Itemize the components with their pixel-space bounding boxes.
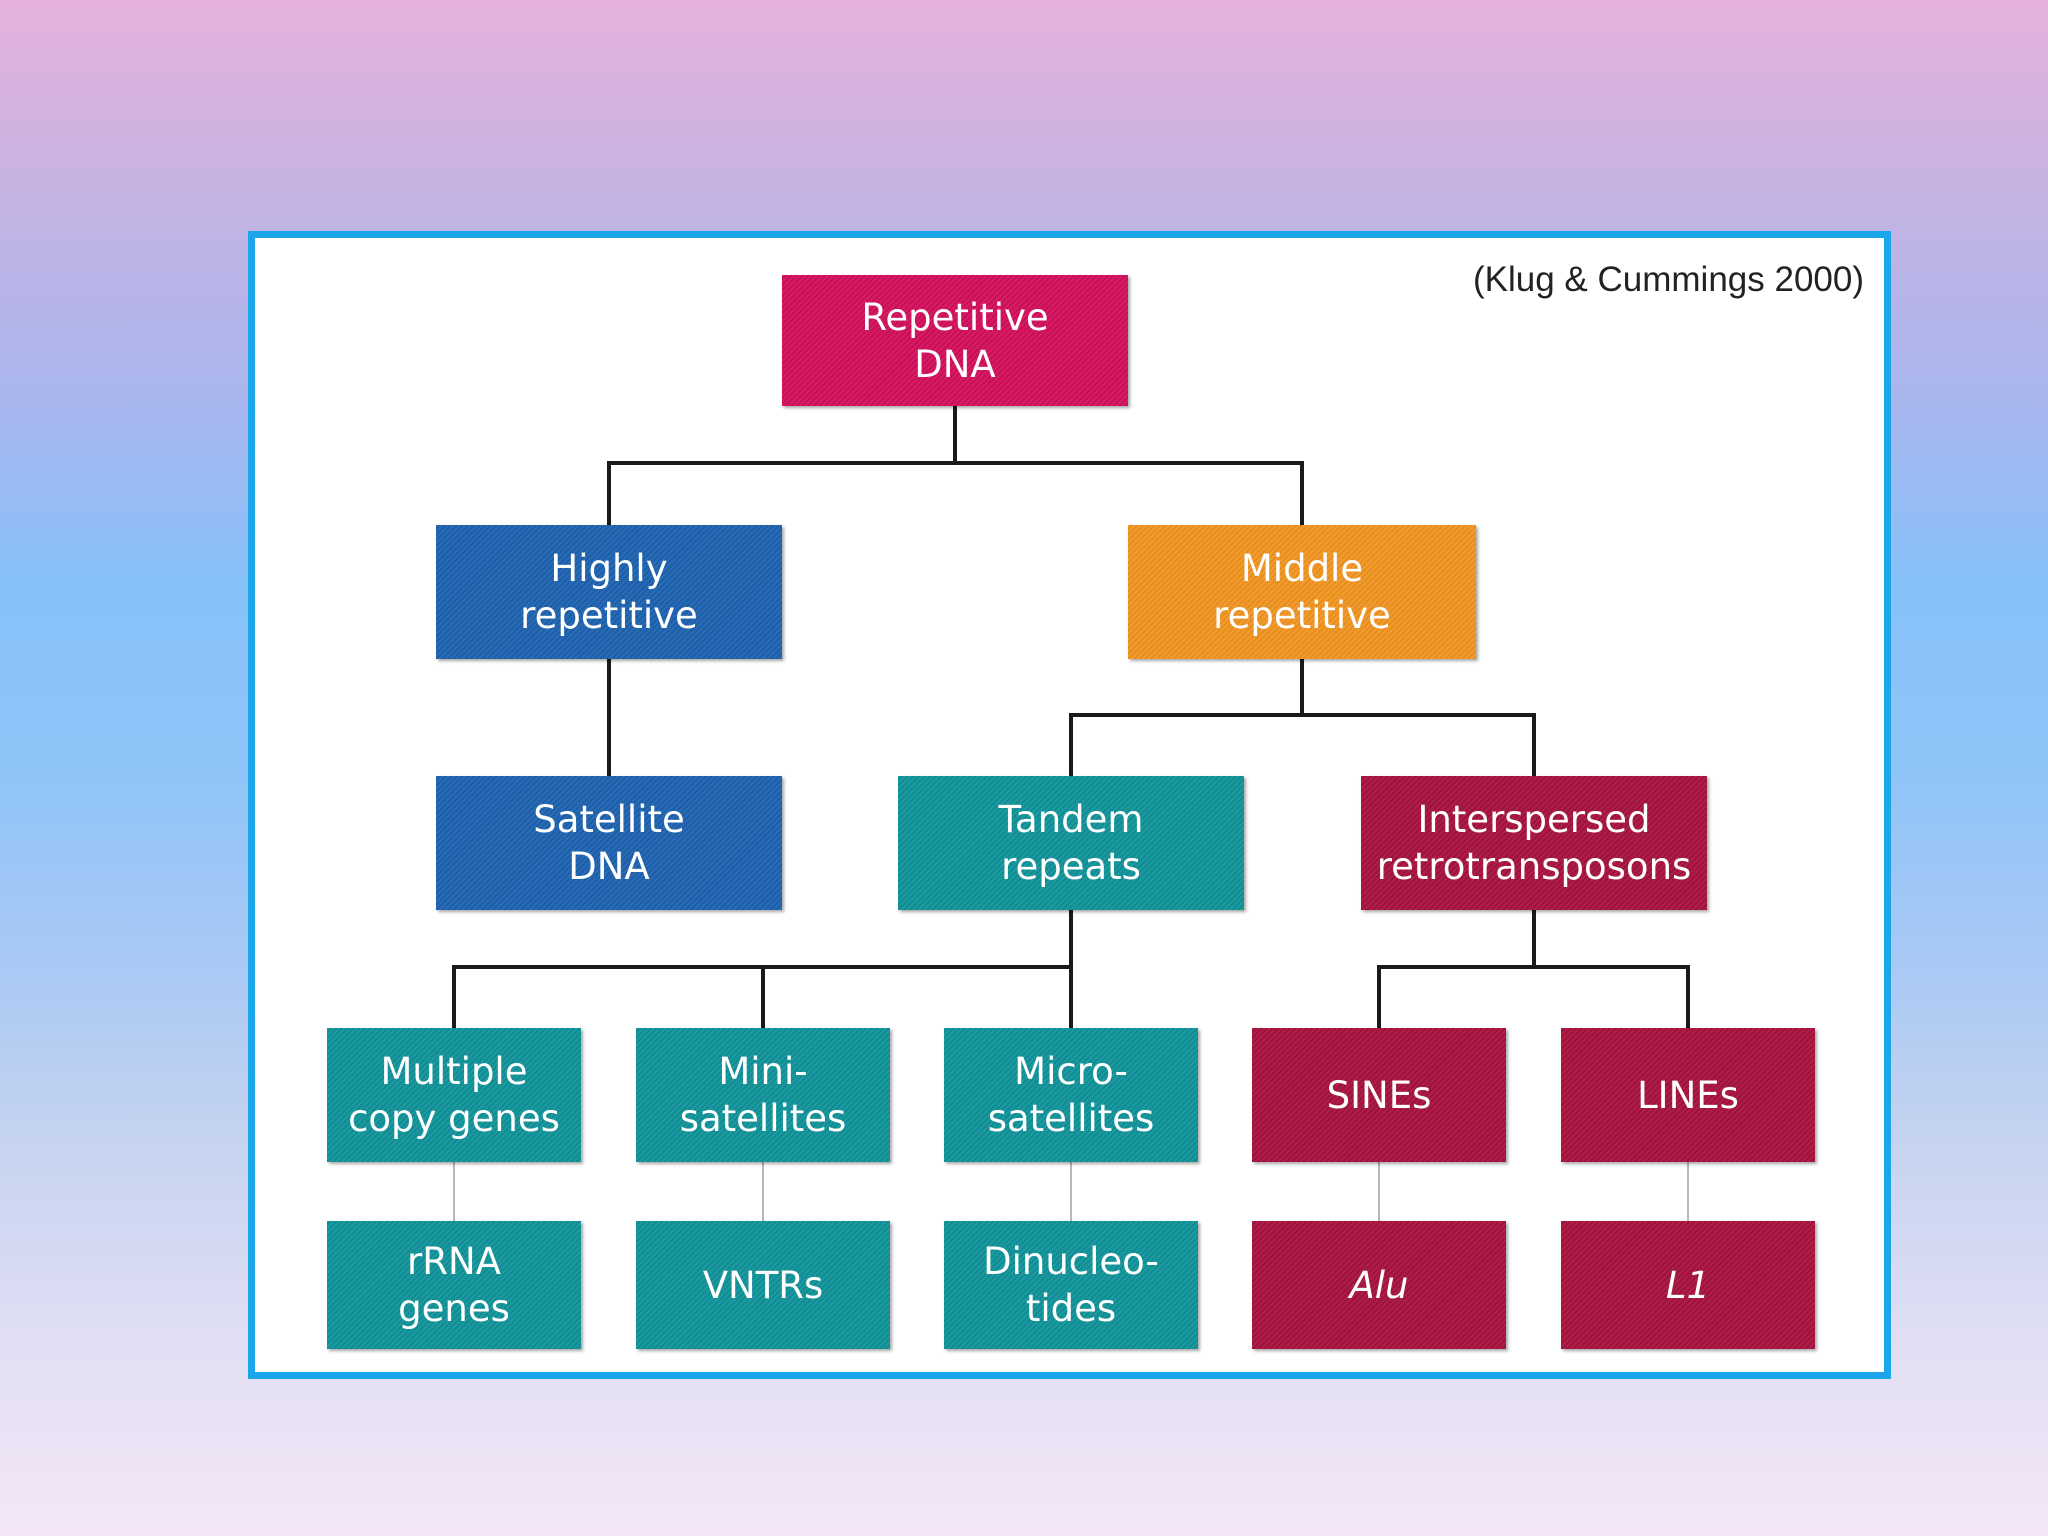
node-repetitive-dna: Repetitive DNA xyxy=(782,275,1128,406)
node-interspersed-retrotransposons: Interspersed retrotransposons xyxy=(1361,776,1707,910)
node-vntrs: VNTRs xyxy=(636,1221,890,1349)
node-alu: Alu xyxy=(1252,1221,1506,1349)
node-sines: SINEs xyxy=(1252,1028,1506,1162)
node-rrna-genes: rRNA genes xyxy=(327,1221,581,1349)
node-minisatellites: Mini- satellites xyxy=(636,1028,890,1162)
connector-lines xyxy=(452,404,1690,1221)
node-middle-repetitive: Middle repetitive xyxy=(1128,525,1476,659)
node-multiple-copy-genes: Multiple copy genes xyxy=(327,1028,581,1162)
node-dinucleotides: Dinucleo- tides xyxy=(944,1221,1198,1349)
node-tandem-repeats: Tandem repeats xyxy=(898,776,1244,910)
node-lines: LINEs xyxy=(1561,1028,1815,1162)
citation-text: (Klug & Cummings 2000) xyxy=(1473,260,1864,299)
node-l1: L1 xyxy=(1561,1221,1815,1349)
node-satellite-dna: Satellite DNA xyxy=(436,776,782,910)
diagram-frame: (Klug & Cummings 2000) Repetitive DNA Hi… xyxy=(248,231,1891,1379)
node-highly-repetitive: Highly repetitive xyxy=(436,525,782,659)
node-microsatellites: Micro- satellites xyxy=(944,1028,1198,1162)
